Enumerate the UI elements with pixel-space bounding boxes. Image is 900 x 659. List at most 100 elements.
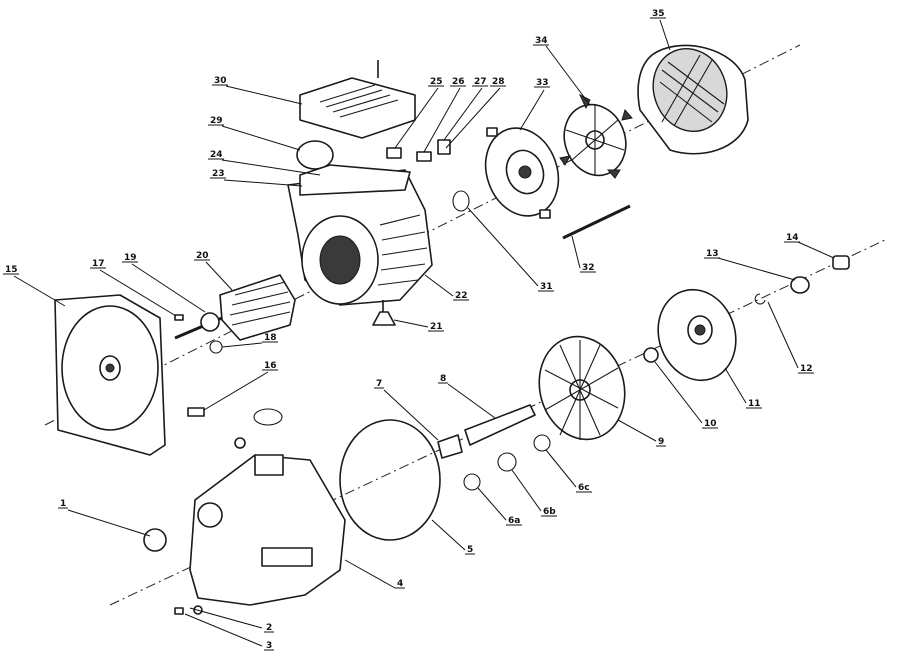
callout-6b: 6b — [543, 507, 556, 517]
leader-line-32 — [571, 235, 581, 269]
leader-line-34 — [545, 45, 591, 106]
o-ring-large — [339, 419, 441, 541]
leader-line-6a — [477, 487, 507, 521]
cooling-fan — [559, 93, 633, 179]
leader-line-29 — [221, 125, 301, 151]
leader-line-22 — [424, 274, 454, 297]
callout-23: 23 — [212, 169, 225, 179]
terminal-box-lid — [299, 60, 416, 139]
leader-line-7 — [383, 389, 439, 441]
callout-24: 24 — [210, 150, 223, 160]
leader-line-20 — [205, 261, 233, 291]
callout-34: 34 — [535, 36, 548, 46]
motor-housing — [287, 164, 433, 306]
leader-line-33 — [519, 89, 545, 131]
callout-11: 11 — [748, 399, 761, 409]
callout-14: 14 — [786, 233, 799, 243]
leader-line-26 — [423, 87, 461, 153]
leader-line-13 — [717, 257, 796, 281]
callout-2: 2 — [266, 623, 272, 633]
center-lines — [44, 44, 886, 606]
mechanical-seal — [790, 276, 810, 294]
leader-line-18 — [221, 342, 263, 348]
leader-line-11 — [724, 367, 747, 404]
callout-9: 9 — [658, 437, 664, 447]
leader-line-4 — [344, 559, 396, 589]
leader-line-31 — [467, 207, 539, 287]
leader-line-8 — [447, 383, 496, 419]
leader-line-25 — [394, 87, 439, 149]
end-nut — [832, 255, 850, 270]
fan-cover — [637, 44, 749, 155]
callout-8: 8 — [440, 374, 446, 384]
impeller-nut — [643, 347, 659, 363]
callout-10: 10 — [704, 419, 717, 429]
leader-line-28 — [445, 87, 501, 149]
leader-line-12 — [767, 301, 799, 369]
leader-line-9 — [617, 419, 657, 442]
o-ring-6b — [497, 452, 517, 472]
leader-line-15 — [13, 275, 66, 307]
callout-13: 13 — [706, 249, 719, 259]
callout-35: 35 — [652, 9, 665, 19]
callout-33: 33 — [536, 78, 549, 88]
callout-19: 19 — [124, 253, 137, 263]
nozzle — [437, 434, 463, 459]
gasket — [253, 408, 283, 426]
callout-17: 17 — [92, 259, 105, 269]
leader-line-2 — [189, 607, 263, 629]
callout-20: 20 — [196, 251, 209, 261]
bolt-16 — [187, 407, 205, 417]
callout-27: 27 — [474, 77, 487, 87]
callout-1: 1 — [60, 499, 66, 509]
diffuser — [538, 335, 626, 441]
spacer-18 — [209, 340, 223, 354]
leader-line-3 — [184, 613, 263, 647]
leader-line-24 — [221, 159, 321, 176]
leader-line-16 — [203, 371, 269, 411]
impeller — [657, 288, 737, 382]
leader-line-27 — [443, 87, 483, 141]
drain-plug — [174, 607, 184, 615]
plug-ring — [143, 528, 167, 552]
callout-5: 5 — [467, 545, 473, 555]
callout-3: 3 — [266, 641, 272, 651]
leader-line-23 — [223, 179, 303, 187]
callout-31: 31 — [540, 282, 553, 292]
callout-7: 7 — [376, 379, 382, 389]
leader-line-10 — [654, 361, 703, 424]
venturi — [464, 404, 536, 446]
leader-line-6c — [545, 449, 577, 488]
callout-15: 15 — [5, 265, 18, 275]
leader-line-14 — [797, 241, 835, 259]
o-ring-6c — [533, 434, 551, 452]
callout-6a: 6a — [508, 516, 520, 526]
callout-18: 18 — [264, 333, 277, 343]
leader-line-30 — [225, 85, 303, 105]
rotor — [174, 274, 296, 341]
callout-22: 22 — [455, 291, 468, 301]
motor-bracket — [54, 294, 166, 456]
callout-12: 12 — [800, 364, 813, 374]
motor-foot — [372, 300, 396, 326]
o-ring-6a — [463, 473, 481, 491]
tie-rod — [562, 204, 631, 240]
callout-29: 29 — [210, 116, 223, 126]
leader-line-5 — [431, 519, 466, 551]
o-ring-31 — [452, 190, 470, 212]
leader-line-6b — [511, 469, 542, 512]
terminal-hardware — [386, 139, 451, 162]
callout-6c: 6c — [578, 483, 590, 493]
leader-line-1 — [67, 509, 151, 537]
rear-bearing-cover — [484, 127, 560, 219]
callout-16: 16 — [264, 361, 277, 371]
leader-line-17 — [99, 269, 177, 317]
pump-body — [189, 437, 346, 606]
callout-28: 28 — [492, 77, 505, 87]
callout-21: 21 — [430, 322, 443, 332]
callout-26: 26 — [452, 77, 465, 87]
leader-line-21 — [393, 319, 429, 328]
screw-17 — [174, 314, 184, 321]
